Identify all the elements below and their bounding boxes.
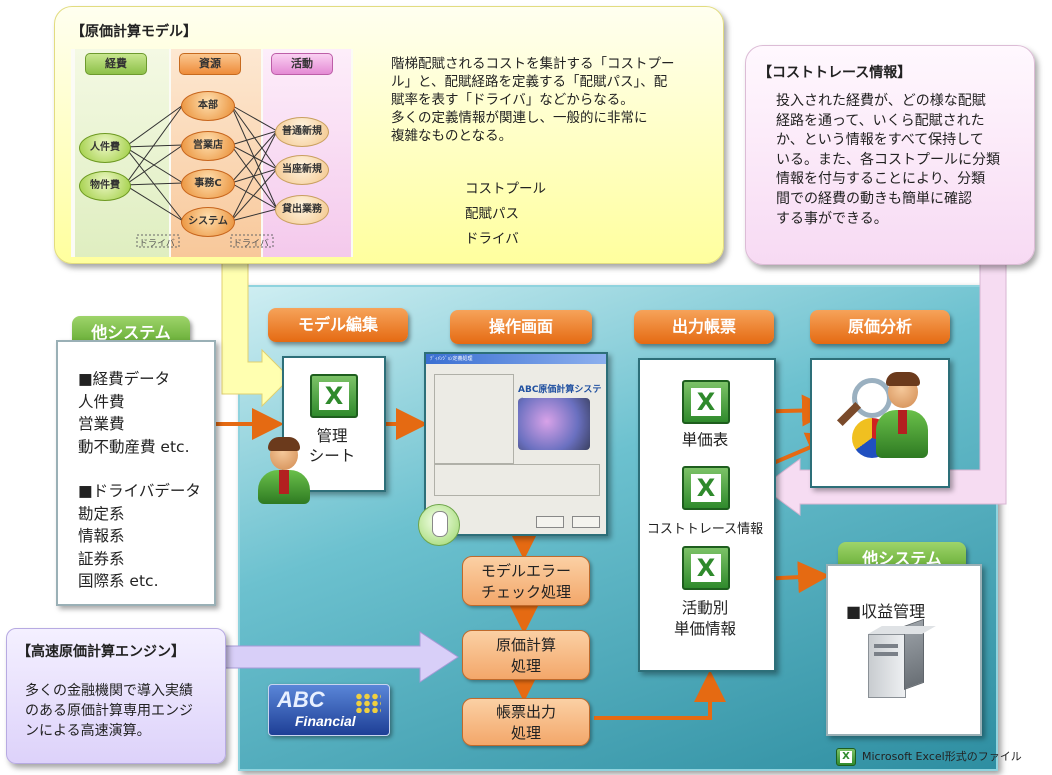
screenshot-btn-run [536,516,564,528]
screenshot-image [518,398,590,450]
legend-driver-label: ドライバ [465,227,519,247]
footer-excel-icon: X [836,748,856,766]
excel-icon: X [310,374,358,418]
screenshot-options [434,374,514,464]
node-property: 物件費 [79,171,131,201]
model-edit-header: モデル編集 [268,308,408,342]
legend-path-label: 配賦パス [465,202,519,222]
other-system-left-list: ■経費データ 人件費 営業費 動不動産費 etc. ■ドライバデータ 勘定系 情… [78,368,201,593]
analysis-header: 原価分析 [810,310,950,344]
model-callout: 【原価計算モデル】 経費 資源 活動 人件費 物件費 本部 営業店 事務C シス… [54,6,724,264]
screenshot-window-title: ﾃﾞｨﾒﾝｼﾞｮﾝ定義処理 [430,354,473,364]
abc-financial-logo: ABC Financial [268,684,390,736]
model-diagram: 経費 資源 活動 人件費 物件費 本部 営業店 事務C システム 普通新規 当座… [71,49,353,257]
node-office: 事務C [181,169,235,199]
excel-icon: X [682,546,730,590]
arrow-output-up [594,678,710,718]
process-error-check: モデルエラーチェック処理 [462,556,590,606]
operation-header: 操作画面 [450,310,592,344]
user-icon [256,440,312,506]
node-system: システム [181,207,235,237]
process-cost-calc: 原価計算処理 [462,630,590,680]
output-unit-price: 単価表 [638,428,772,450]
screenshot-panel [434,464,600,496]
node-lending: 貸出業務 [275,195,329,225]
excel-icon: X [682,466,730,510]
server-icon [868,626,924,698]
output-header: 出力帳票 [634,310,774,344]
engine-callout: 【高速原価計算エンジン】 多くの金融機関で導入実績 のある原価計算専用エンジ ン… [6,628,226,764]
engine-callout-desc: 多くの金融機関で導入実績 のある原価計算専用エンジ ンによる高速演算。 [25,681,193,741]
engine-callout-title: 【高速原価計算エンジン】 [17,641,185,661]
node-ordinary-new: 普通新規 [275,117,329,147]
revenue-management-label: ■収益管理 [846,598,925,622]
driver-label-1: ドライバ [139,236,175,249]
output-cost-trace: コストトレース情報 [638,518,772,537]
node-branch: 営業店 [181,131,235,161]
trace-callout: 【コストトレース情報】 投入された経費が、どの様な配賦 経路を通って、いくら配賦… [745,45,1035,265]
model-callout-desc: 階梯配賦されるコストを集計する「コストプー ル」と、配賦経路を定義する「配賦パス… [391,55,675,145]
driver-label-2: ドライバ [233,236,269,249]
node-headquarters: 本部 [181,91,235,121]
trace-callout-title: 【コストトレース情報】 [758,62,911,82]
node-personnel: 人件費 [79,133,131,163]
node-current-new: 当座新規 [275,155,329,185]
engine-arrow [212,632,458,682]
screenshot-btn-end [572,516,600,528]
footer-legend-text: Microsoft Excel形式のファイル [862,748,1022,764]
legend-pool-label: コストプール [465,177,546,197]
model-callout-title: 【原価計算モデル】 [71,21,197,41]
mouse-icon [418,504,460,546]
analysis-icon [832,370,928,468]
trace-callout-desc: 投入された経費が、どの様な配賦 経路を通って、いくら配賦された か、という情報を… [776,92,1000,229]
process-report-output: 帳票出力処理 [462,698,590,746]
output-activity-unit: 活動別単価情報 [638,598,772,640]
excel-icon: X [682,380,730,424]
